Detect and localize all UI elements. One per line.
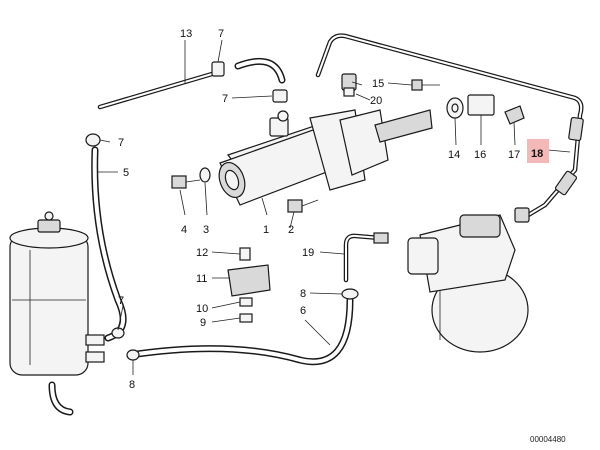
label-1: 1 — [263, 224, 269, 236]
brake-line-19 — [343, 232, 389, 283]
label-17: 17 — [508, 149, 520, 161]
hose-upper — [234, 57, 286, 84]
reference-number: 00004480 — [530, 435, 566, 444]
label-16: 16 — [474, 149, 486, 161]
label-5: 5 — [123, 167, 129, 179]
clamp-7-left — [85, 133, 125, 339]
label-10: 10 — [196, 303, 208, 315]
leader-lines — [98, 39, 571, 375]
washer-14 — [446, 97, 464, 119]
label-14: 14 — [448, 149, 460, 161]
brake-line — [315, 33, 584, 223]
label-7-top: 7 — [218, 28, 224, 40]
clutch-master-cylinder — [218, 109, 433, 206]
fitting-part-7-top — [211, 61, 225, 77]
clip-17 — [504, 105, 525, 125]
label-12: 12 — [196, 247, 208, 259]
bracket-11 — [227, 247, 271, 323]
fitting-part-7-mid — [272, 89, 288, 103]
hose-18 — [554, 116, 584, 196]
washer-3 — [199, 167, 211, 183]
label-9: 9 — [200, 317, 206, 329]
label-11: 11 — [196, 273, 207, 285]
label-3: 3 — [203, 224, 209, 236]
fitting-part-20 — [341, 73, 357, 97]
label-6: 6 — [300, 305, 306, 317]
clamp-8-right — [341, 288, 359, 300]
label-8-right: 8 — [300, 288, 306, 300]
hose-5 — [91, 146, 127, 342]
label-19: 19 — [302, 247, 314, 259]
label-13: 13 — [180, 28, 192, 40]
clamp-8-left — [126, 349, 140, 361]
block-16 — [467, 94, 495, 116]
bolt-2 — [287, 199, 319, 213]
label-7-left-lower: 7 — [118, 295, 124, 307]
label-15: 15 — [372, 78, 384, 90]
bolt-4 — [171, 175, 201, 189]
hose-6 — [126, 296, 354, 366]
label-18: 18 — [531, 148, 543, 160]
bolt-15 — [411, 79, 440, 91]
fluid-reservoir — [9, 211, 105, 416]
pipe-13 — [97, 71, 215, 110]
label-7-left-upper: 7 — [118, 137, 124, 149]
label-4: 4 — [181, 224, 187, 236]
label-7-mid: 7 — [222, 93, 228, 105]
brake-servo-unit — [407, 207, 530, 353]
highlight-box-18 — [527, 139, 549, 163]
label-8-left: 8 — [129, 379, 135, 391]
label-2: 2 — [288, 224, 294, 236]
label-20: 20 — [370, 95, 382, 107]
